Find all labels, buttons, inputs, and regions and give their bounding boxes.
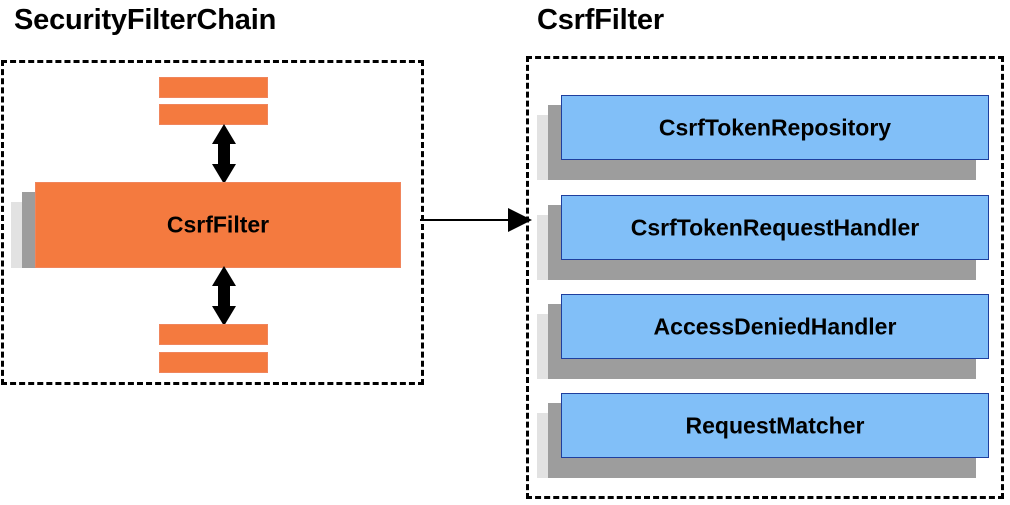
- filter-bar-below-1: [159, 324, 268, 345]
- collaborator-box-label: CsrfTokenRepository: [658, 114, 892, 140]
- csrf-filter-box: CsrfFilter: [11, 182, 401, 268]
- collaborator-box-label: RequestMatcher: [685, 412, 865, 438]
- box-face: CsrfTokenRequestHandler: [561, 195, 989, 260]
- collaborator-box-label: AccessDeniedHandler: [653, 313, 897, 339]
- box-face: RequestMatcher: [561, 393, 989, 458]
- page-title-csrf-filter: CsrfFilter: [537, 4, 664, 36]
- filter-bar-above-1: [159, 77, 268, 98]
- collaborator-box-request-matcher: RequestMatcher: [537, 393, 989, 478]
- box-face: CsrfTokenRepository: [561, 95, 989, 160]
- box-face: AccessDeniedHandler: [561, 294, 989, 359]
- box-face: CsrfFilter: [35, 182, 401, 268]
- filter-bar-above-2: [159, 104, 268, 125]
- collaborator-box-csrf-token-repository: CsrfTokenRepository: [537, 95, 989, 180]
- csrf-filter-panel: [526, 56, 1004, 499]
- double-arrow-above-icon: [206, 124, 242, 184]
- connector-arrow-icon: [420, 200, 532, 240]
- security-filter-chain-panel: [1, 60, 424, 385]
- page-title-security-filter-chain: SecurityFilterChain: [14, 4, 277, 36]
- collaborator-box-csrf-token-request-handler: CsrfTokenRequestHandler: [537, 195, 989, 280]
- collaborator-box-access-denied-handler: AccessDeniedHandler: [537, 294, 989, 379]
- csrf-filter-box-label: CsrfFilter: [166, 211, 270, 238]
- collaborator-box-label: CsrfTokenRequestHandler: [630, 214, 920, 240]
- filter-bar-below-2: [159, 352, 268, 373]
- double-arrow-below-icon: [206, 266, 242, 326]
